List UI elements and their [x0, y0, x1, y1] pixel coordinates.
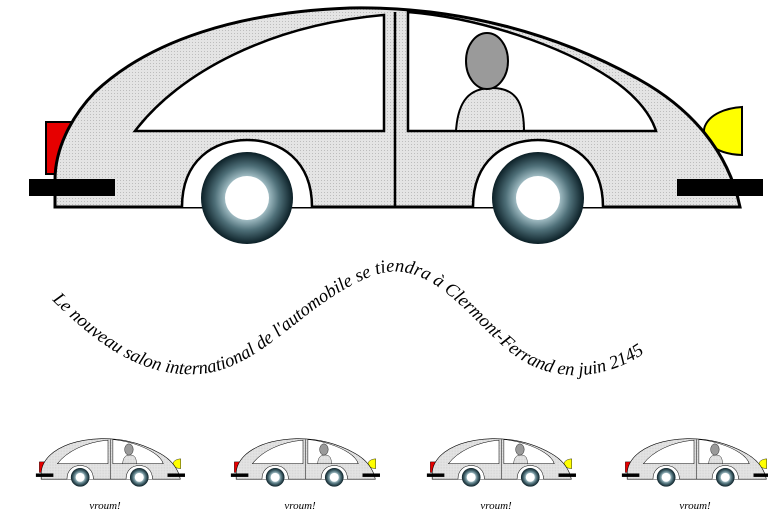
small-car-4: vroum! — [621, 438, 768, 512]
small-car-3: vroum! — [426, 438, 577, 512]
small-car-1: vroum! — [35, 438, 186, 512]
banner-text-span: Le nouveau salon international de l'auto… — [48, 256, 648, 380]
small-car-2: vroum! — [230, 438, 381, 512]
car-caption: vroum! — [679, 500, 711, 512]
car-caption: vroum! — [284, 500, 316, 512]
car-caption: vroum! — [480, 500, 512, 512]
big-car — [27, 6, 765, 246]
car-caption: vroum! — [89, 500, 121, 512]
banner-text: Le nouveau salon international de l'auto… — [48, 256, 648, 380]
